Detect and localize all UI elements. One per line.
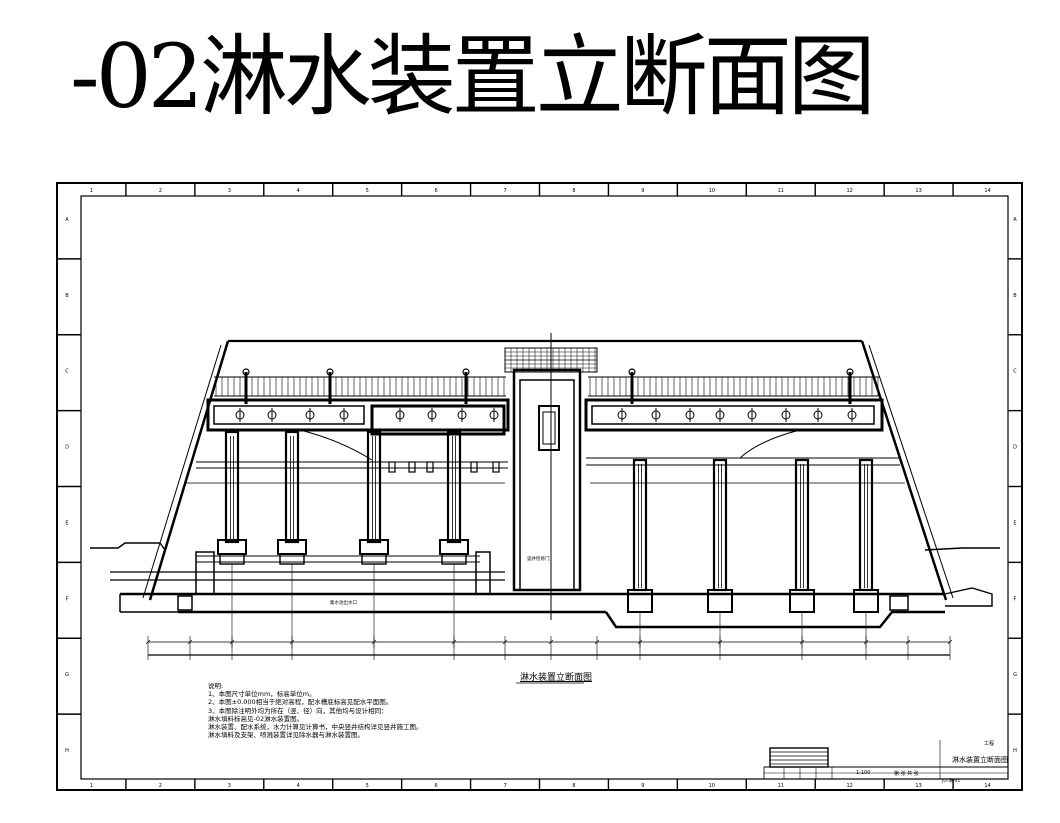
notes-line: 1、本图尺寸单位mm，标高单位m。: [208, 690, 316, 699]
grid-col-label: 5: [366, 188, 369, 194]
grid-row-label: B: [65, 293, 69, 299]
grid-row-label: D: [65, 445, 69, 451]
title-block-code: JG-淋-01: [942, 779, 961, 784]
grid-col-label: 12: [846, 188, 852, 194]
elevation-section: [90, 333, 1000, 684]
grid-col-label: 3: [228, 783, 231, 789]
grid-col-label: 7: [503, 783, 506, 789]
grid-col-label: 10: [709, 783, 715, 789]
basin-label: 集水池出水口: [330, 601, 357, 606]
notes-line: 2、本图±0.000相当于绝对高程，配水槽底标高见配水平面图。: [208, 698, 393, 707]
title-block-title: 淋水装置立断面图: [952, 756, 1008, 764]
notes-heading: 说明:: [208, 682, 224, 690]
grid-col-label: 14: [984, 783, 990, 789]
grid-col-label: 12: [846, 783, 852, 789]
grid-row-label: C: [1013, 369, 1017, 375]
grid-row-label: E: [65, 520, 68, 526]
grid-col-label: 4: [297, 188, 300, 194]
notes-block: 说明: 1、本图尺寸单位mm，标高单位m。 2、本图±0.000相当于绝对高程，…: [208, 682, 423, 739]
grid-col-label: 2: [159, 188, 162, 194]
grid-col-label: 6: [435, 188, 438, 194]
title-block-unit: 工程: [984, 741, 995, 747]
grid-row-label: H: [1013, 748, 1017, 754]
grid-row-label: H: [65, 748, 69, 754]
grid-col-label: 8: [572, 188, 575, 194]
drawing-caption: 淋水装置立断面图: [520, 673, 593, 683]
page-title: -02淋水装置立断面图: [70, 25, 876, 128]
grid-row-label: A: [1013, 217, 1017, 223]
grid-row-label: D: [1013, 445, 1017, 451]
title-block-sheet: 第 张 共 张: [894, 771, 919, 777]
grid-col-label: 6: [435, 783, 438, 789]
frame-ticks: [57, 183, 1022, 790]
notes-line: 淋水填料标高见-02淋水装置图。: [208, 714, 304, 723]
grid-col-label: 10: [709, 188, 715, 194]
grid-col-label: 11: [778, 783, 784, 789]
grid-col-label: 7: [503, 188, 506, 194]
grid-col-label: 1: [90, 783, 93, 789]
notes-line: 3、本图除注明外均为所在（竖、径）向，其他均与设计相同：: [208, 706, 388, 715]
grid-row-label: G: [65, 672, 69, 678]
title-block-scale: 1:100: [856, 770, 871, 776]
grid-col-label: 5: [366, 783, 369, 789]
notes-line: 淋水装置、配水系统，水力计算见计算书，中央竖井结构详见竖井施工图。: [208, 723, 423, 732]
grid-col-label: 11: [778, 188, 784, 194]
grid-col-label: 2: [159, 783, 162, 789]
shaft-label: 竖井检修门: [527, 557, 550, 562]
title-block: [763, 740, 1008, 779]
grid-row-label: F: [66, 596, 69, 602]
grid-col-label: 8: [572, 783, 575, 789]
grid-col-label: 3: [228, 188, 231, 194]
inner-frame: [80, 195, 1009, 780]
outer-frame: [56, 182, 1023, 791]
grid-row-label: B: [1013, 293, 1017, 299]
notes-line: 淋水填料及支架、喷溅装置详见除水器与淋水装置图。: [208, 731, 364, 740]
grid-row-label: C: [65, 369, 69, 375]
grid-col-label: 13: [915, 783, 921, 789]
grid-row-label: G: [1013, 672, 1017, 678]
grid-row-label: A: [65, 217, 69, 223]
grid-col-label: 13: [915, 188, 921, 194]
grid-col-label: 1: [90, 188, 93, 194]
grid-col-label: 14: [984, 188, 990, 194]
grid-col-label: 9: [641, 188, 644, 194]
grid-col-label: 9: [641, 783, 644, 789]
grid-col-label: 4: [297, 783, 300, 789]
grid-row-label: E: [1013, 520, 1016, 526]
grid-row-label: F: [1014, 596, 1017, 602]
